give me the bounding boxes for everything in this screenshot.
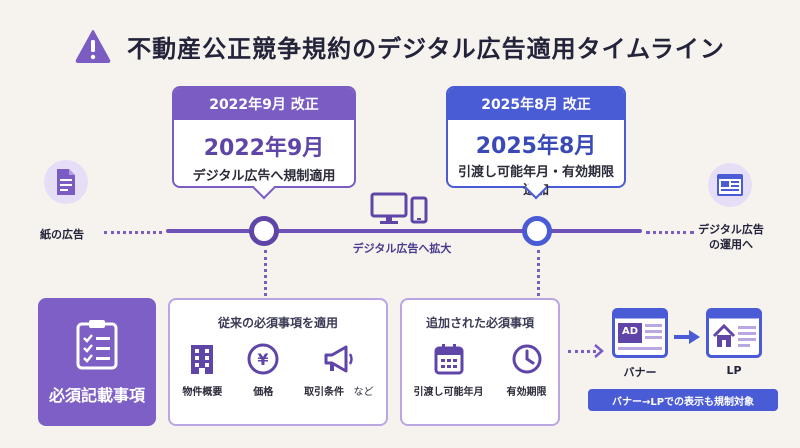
panel-conventional: 従来の必須事項を適用 物件概要 ¥ 価格 <box>168 298 388 426</box>
timeline-node-2022 <box>249 216 279 246</box>
megaphone-icon <box>324 345 353 373</box>
clipboard-checklist-icon <box>76 320 118 370</box>
digital-ad-label: デジタル広告 の運用へ <box>694 222 768 252</box>
arrow-right-icon <box>674 330 700 344</box>
item-property-overview-label: 物件概要 <box>182 387 223 398</box>
panel-added: 追加された必須事項 引渡し可能年月 有効期限 <box>400 298 560 426</box>
item-transaction-terms-text: 取引条件 <box>304 387 345 398</box>
svg-text:¥: ¥ <box>258 350 269 369</box>
timeline-dots-right <box>646 231 694 234</box>
item-transaction-terms-suffix: など <box>353 387 374 398</box>
item-transaction-terms: 取引条件 など <box>304 343 374 398</box>
timeline-center-label: デジタル広告へ拡大 <box>352 242 452 255</box>
title-row: 不動産公正競争規約のデジタル広告適用タイムライン <box>0 26 800 66</box>
regulation-badge: バナー→LPでの表示も規制対象 <box>588 389 778 411</box>
dots-arrow-head-icon <box>594 344 604 358</box>
paper-ad-label: 紙の広告 <box>40 228 84 241</box>
yen-coin-icon: ¥ <box>247 343 279 375</box>
item-validity-period-label: 有効期限 <box>506 387 547 398</box>
callout-2025-date: 2025年8月 <box>475 134 597 159</box>
required-items-label: 必須記載事項 <box>48 386 145 405</box>
lp-label: LP <box>726 364 742 377</box>
banner-dots <box>568 350 596 353</box>
building-icon <box>191 345 214 374</box>
page-title: 不動産公正競争規約のデジタル広告適用タイムライン <box>127 34 725 63</box>
item-delivery-month-label: 引渡し可能年月 <box>413 387 484 398</box>
item-price-label: 価格 <box>253 387 274 398</box>
connector-2022 <box>264 250 267 296</box>
callout-2022: 2022年9月 改正 2022年9月 デジタル広告へ規制適用 <box>172 86 356 188</box>
item-validity-period: 有効期限 <box>507 343 547 398</box>
landing-page-window-icon <box>706 308 762 358</box>
panel-added-heading: 追加された必須事項 <box>425 316 534 330</box>
browser-window-icon <box>717 174 743 196</box>
banner-ad-text: AD <box>621 326 639 337</box>
document-icon <box>57 169 75 195</box>
devices-icon <box>370 192 428 224</box>
item-price: ¥ 価格 <box>247 343 279 398</box>
timeline-node-2025 <box>522 216 552 246</box>
callout-2025-text-line1: 引渡し可能年月・有効期限 <box>457 165 614 180</box>
callout-2022-header: 2022年9月 改正 <box>174 88 354 120</box>
digital-ad-label-line1: デジタル広告 <box>698 223 764 236</box>
digital-ad-label-line2: の運用へ <box>709 238 753 251</box>
connector-2025 <box>537 250 540 296</box>
banner-window-icon <box>612 308 668 358</box>
timeline-line <box>166 229 642 233</box>
callout-2025-header: 2025年8月 改正 <box>448 88 624 120</box>
item-delivery-month: 引渡し可能年月 <box>414 343 484 398</box>
item-property-overview: 物件概要 <box>182 343 222 398</box>
warning-icon <box>75 30 111 63</box>
callout-2022-date: 2022年9月 <box>203 136 325 161</box>
paper-ad-icon-circle <box>44 160 88 204</box>
digital-ad-icon-circle <box>708 163 752 207</box>
panel-conventional-heading: 従来の必須事項を適用 <box>217 316 338 330</box>
callout-2025: 2025年8月 改正 2025年8月 引渡し可能年月・有効期限 追加 <box>446 86 626 198</box>
calendar-icon <box>434 344 463 375</box>
clock-icon <box>512 344 541 374</box>
banner-label: バナー <box>623 366 657 379</box>
timeline-dots-left <box>104 231 162 234</box>
callout-2022-text: デジタル広告へ規制適用 <box>174 168 354 186</box>
required-items-box: 必須記載事項 <box>38 298 156 426</box>
item-transaction-terms-label: 取引条件 など <box>304 383 373 398</box>
